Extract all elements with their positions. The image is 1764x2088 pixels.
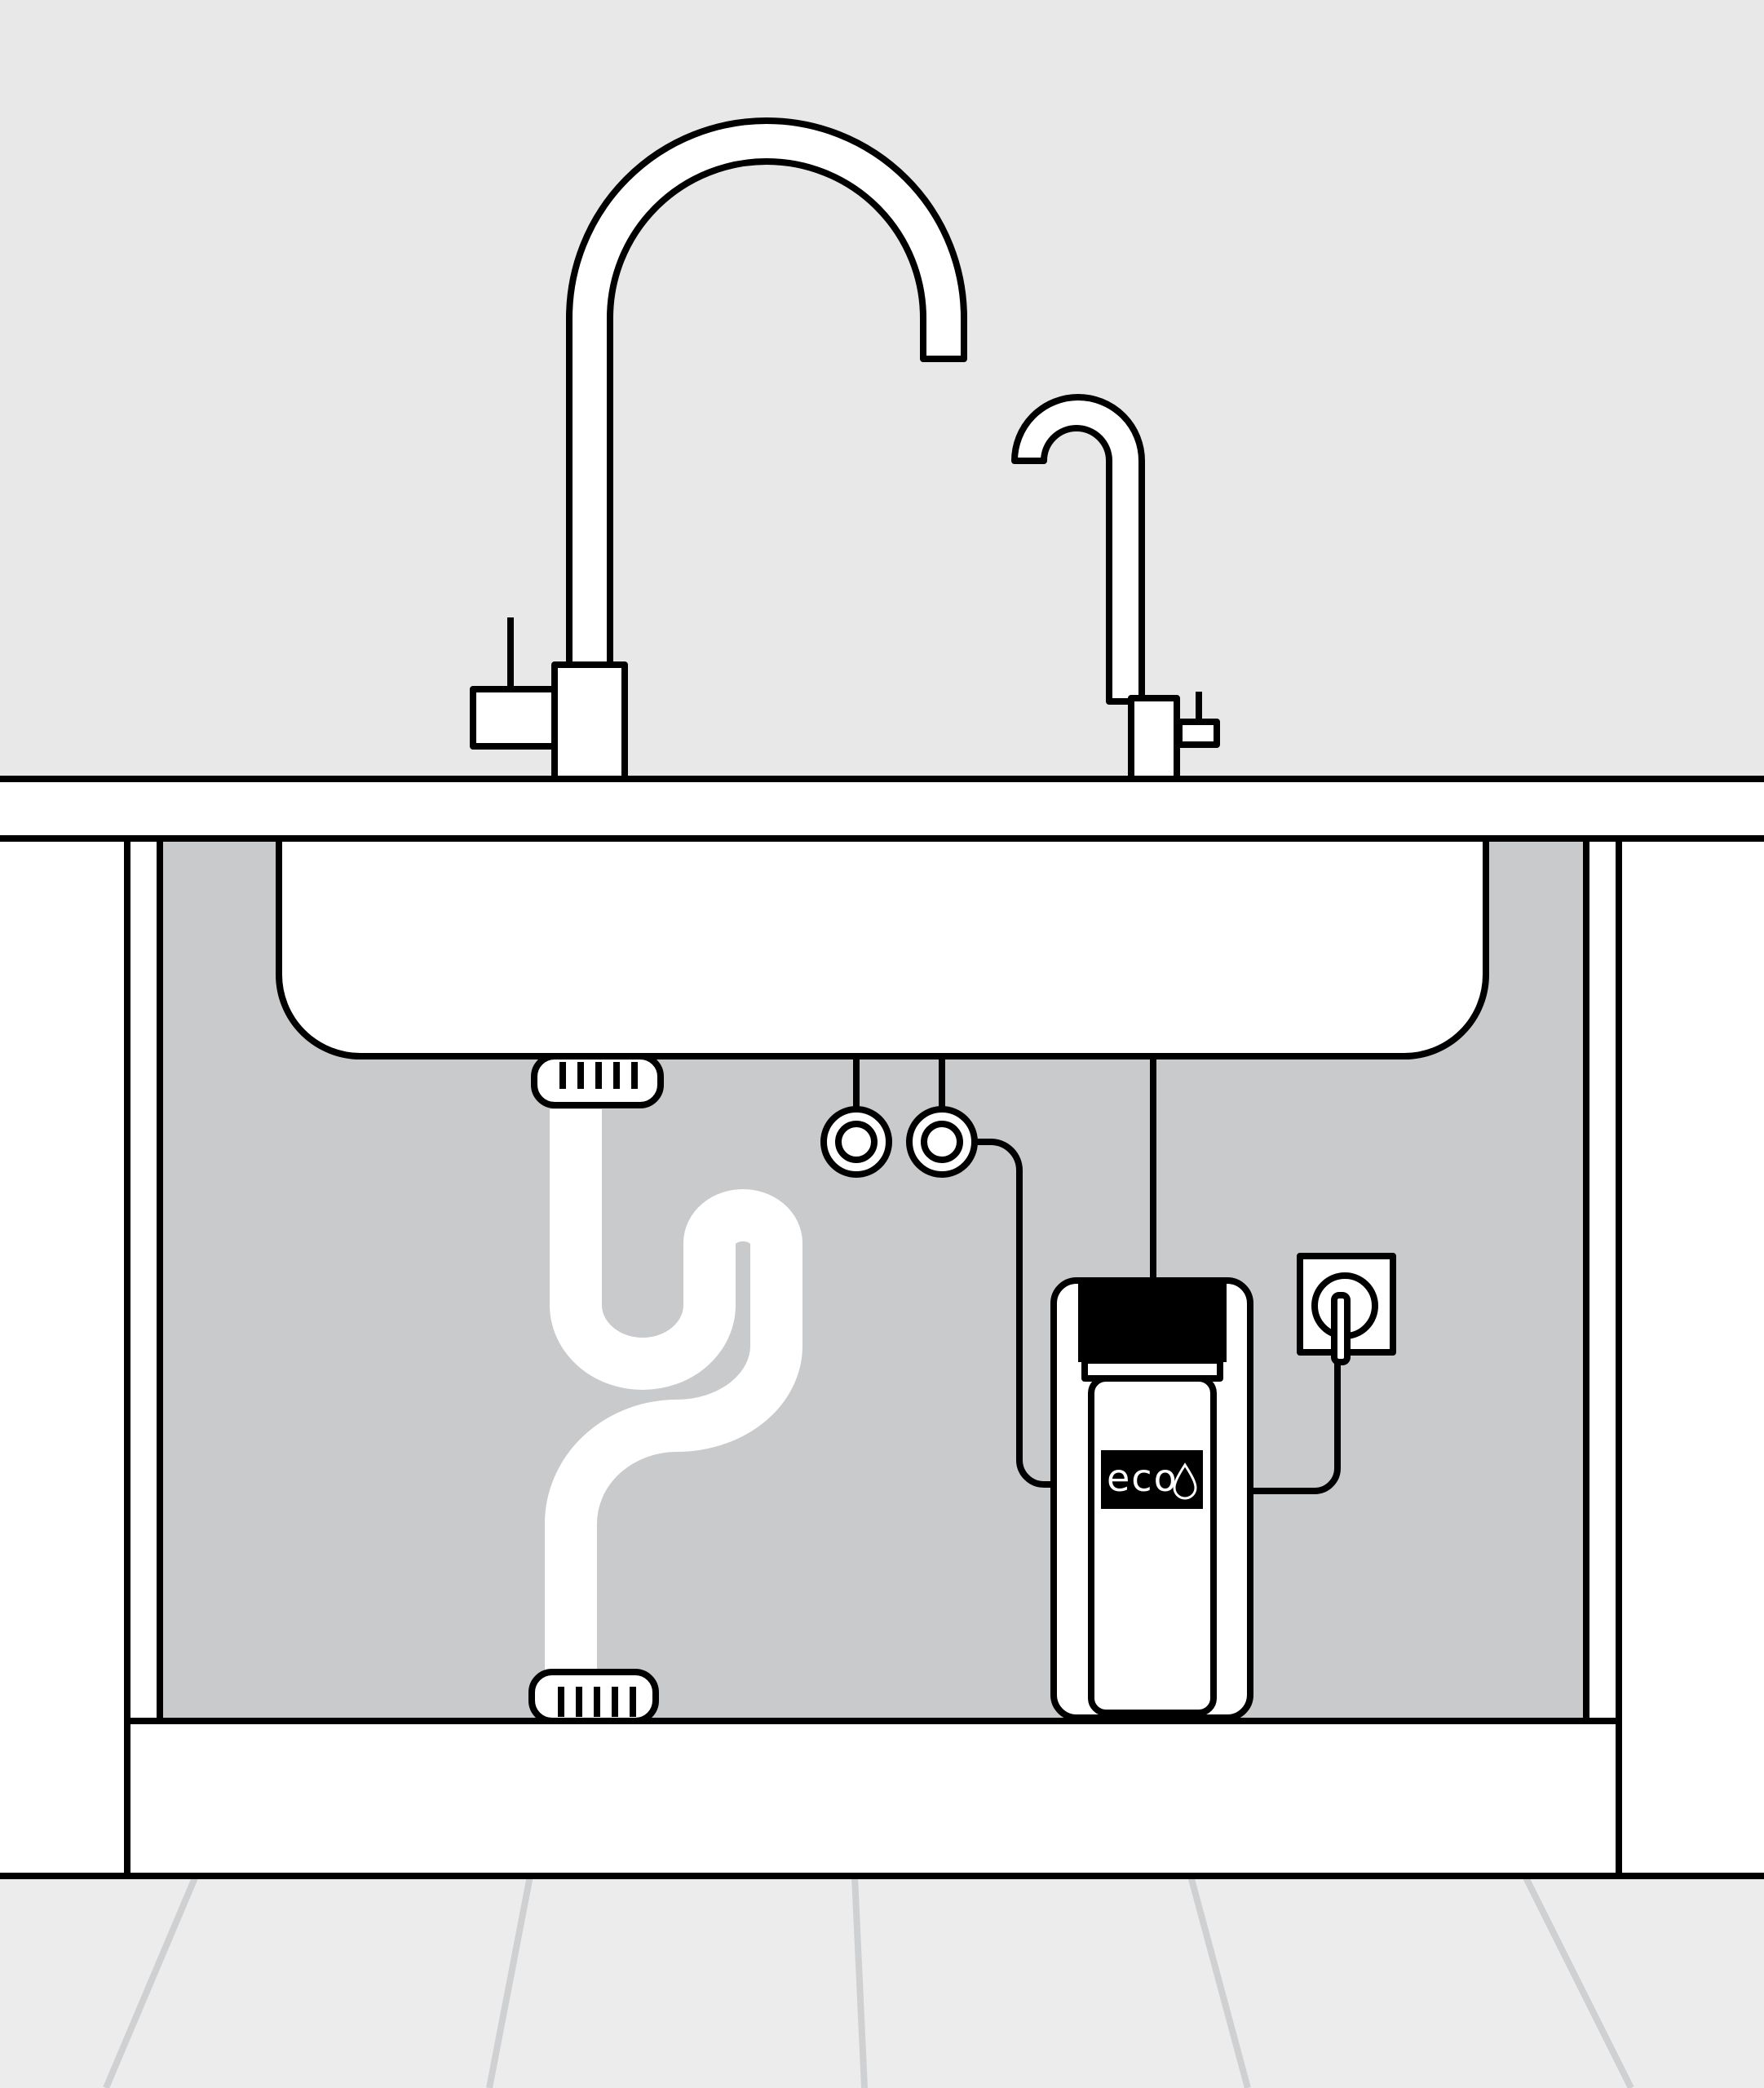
- power-cable: [1250, 1360, 1341, 1494]
- wall: [0, 0, 1764, 779]
- cabinet-plinth: [124, 1718, 1622, 1879]
- water-supply-valves: [820, 1056, 978, 1178]
- filtered-water-faucet: [1011, 394, 1220, 782]
- drain-trap: [528, 1053, 802, 1724]
- filter-logo-text: eco: [1107, 1456, 1178, 1500]
- main-kitchen-faucet: [470, 117, 967, 782]
- shutoff-valve-right: [906, 1106, 978, 1178]
- countertop: [0, 776, 1764, 842]
- floor-tile-lines: [103, 1874, 1634, 2088]
- inlet-hose: [975, 1139, 1054, 1488]
- sink-basin: [276, 835, 1489, 1059]
- floor: [0, 1876, 1764, 2088]
- power-outlet-icon: [1297, 1253, 1396, 1365]
- filter-cap: [1078, 1279, 1227, 1362]
- shutoff-valve-left: [820, 1106, 892, 1178]
- water-filter-unit: eco: [1050, 1277, 1253, 1721]
- water-drop-icon: [1173, 1462, 1197, 1500]
